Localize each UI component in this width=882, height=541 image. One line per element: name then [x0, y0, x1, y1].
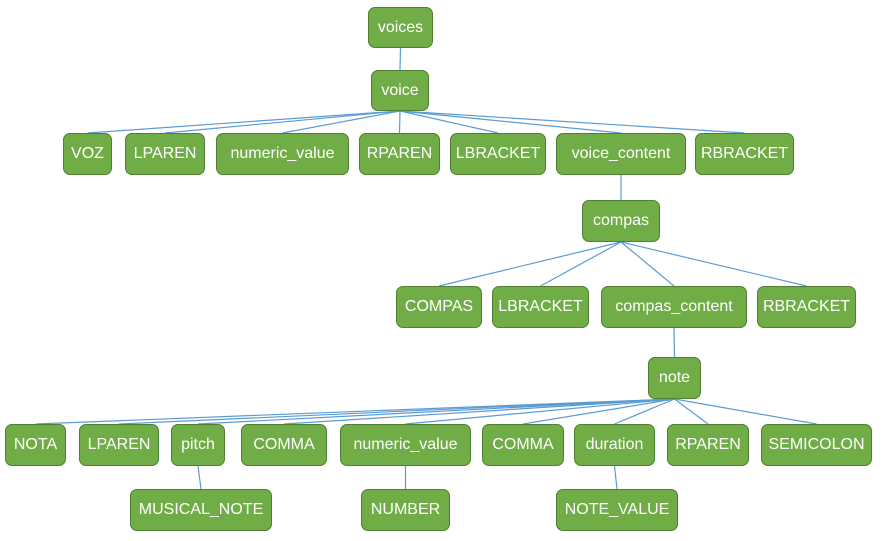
- node-voice: voice: [371, 70, 429, 111]
- edge-compas-compas_token: [438, 241, 622, 287]
- edge-note-comma_2: [522, 398, 675, 425]
- node-comma-2: COMMA: [482, 424, 564, 466]
- node-number: NUMBER: [361, 489, 450, 531]
- edge-compas-compas_content: [620, 241, 675, 287]
- edge-note-duration: [614, 398, 675, 425]
- edge-note-semicolon: [674, 398, 817, 425]
- node-rparen-2: RPAREN: [667, 424, 749, 466]
- edge-note-comma_1: [283, 398, 675, 425]
- edge-pitch-musical_note: [197, 465, 202, 490]
- edge-voice-numeric_value_1: [282, 110, 401, 134]
- edge-note-lparen_2: [118, 398, 675, 425]
- edge-voice-lparen_1: [164, 110, 401, 134]
- edge-note-numeric_value_2: [405, 398, 675, 425]
- node-rbracket: RBRACKET: [695, 133, 794, 175]
- node-numeric-value-2: numeric_value: [340, 424, 471, 466]
- node-note: note: [648, 357, 701, 399]
- edge-voices-voice: [399, 47, 402, 71]
- edge-compas_content-note: [673, 327, 676, 358]
- node-rbracket-2: RBRACKET: [757, 286, 856, 328]
- node-lparen: LPAREN: [125, 133, 205, 175]
- edge-voice-voice_content: [399, 110, 622, 134]
- node-voz: VOZ: [63, 133, 112, 175]
- node-compas-token: COMPAS: [396, 286, 482, 328]
- node-semicolon: SEMICOLON: [761, 424, 872, 466]
- node-nota: NOTA: [5, 424, 66, 466]
- node-numeric-value: numeric_value: [216, 133, 349, 175]
- node-pitch: pitch: [171, 424, 225, 466]
- edge-voice-voz: [87, 110, 401, 134]
- node-duration: duration: [574, 424, 655, 466]
- node-lbracket-2: LBRACKET: [492, 286, 589, 328]
- edge-note-pitch: [197, 398, 675, 425]
- node-compas-content: compas_content: [601, 286, 747, 328]
- node-note-value: NOTE_VALUE: [556, 489, 678, 531]
- edge-voice-lbracket_1: [399, 110, 499, 134]
- node-compas: compas: [582, 200, 660, 242]
- edge-note-nota: [35, 398, 675, 425]
- node-musical-note: MUSICAL_NOTE: [130, 489, 272, 531]
- node-lbracket: LBRACKET: [450, 133, 546, 175]
- node-lparen-2: LPAREN: [79, 424, 159, 466]
- node-comma: COMMA: [241, 424, 327, 466]
- edge-compas-rbracket_2: [620, 241, 807, 287]
- edge-compas-lbracket_2: [540, 241, 622, 287]
- node-voices: voices: [368, 7, 433, 48]
- edge-duration-note_value: [613, 465, 618, 490]
- edge-voice-rparen_1: [398, 110, 401, 134]
- node-voice-content: voice_content: [556, 133, 686, 175]
- node-rparen: RPAREN: [359, 133, 440, 175]
- edge-voice-rbracket_1: [399, 110, 745, 134]
- edge-note-rparen_2: [674, 398, 709, 425]
